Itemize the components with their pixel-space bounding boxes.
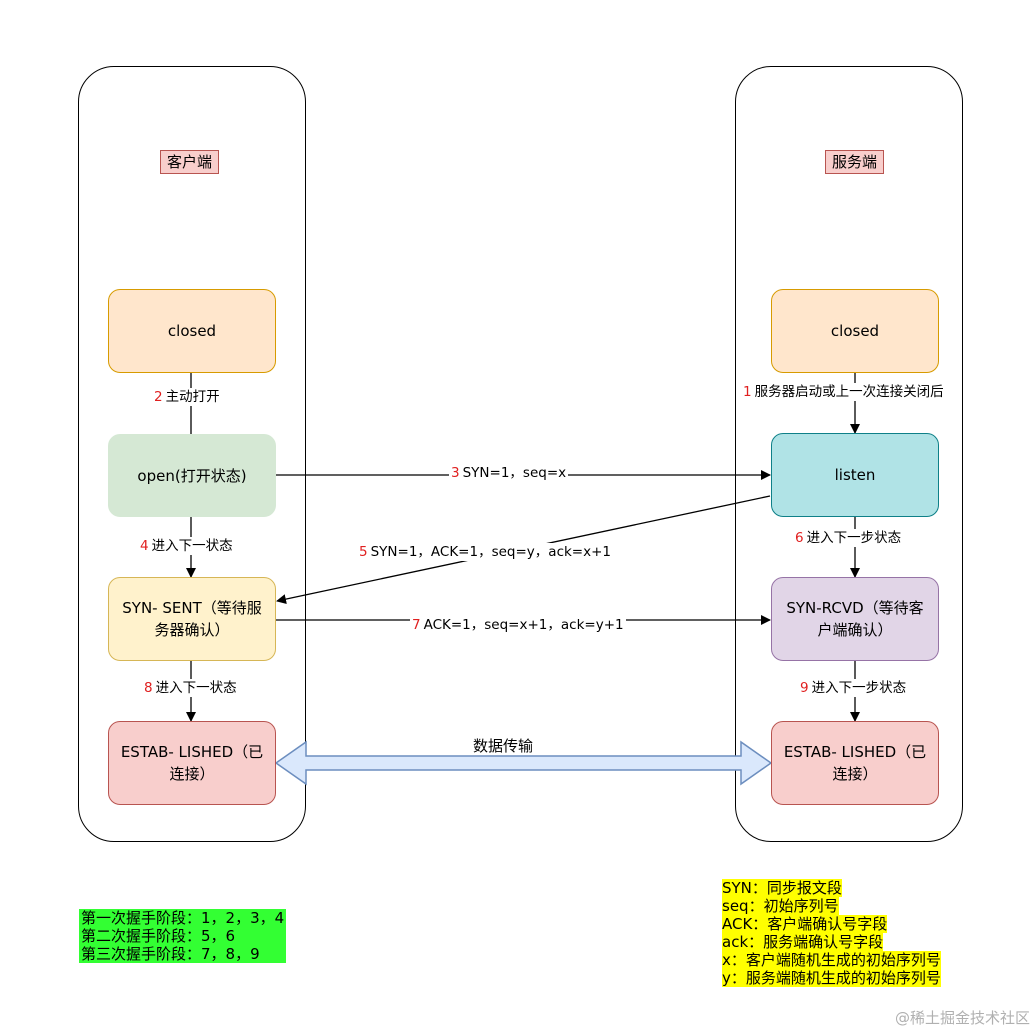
edge-text: 进入下一状态 (155, 680, 237, 696)
edge-number: 1 (743, 384, 752, 400)
legend-item-y: y：服务端随机生成的初始序列号 (722, 969, 941, 987)
data-transfer-label: 数据传输 (473, 737, 534, 755)
legend-item-ack-lower: ack：服务端确认号字段 (722, 933, 884, 951)
server-state-listen: listen (771, 433, 939, 517)
legend-box: SYN：同步报文段 seq：初始序列号 ACK：客户端确认号字段 ack：服务端… (722, 879, 941, 987)
client-state-closed: closed (108, 289, 276, 373)
edge-number: 5 (359, 544, 368, 560)
client-state-syn-sent: SYN- SENT（等待服 务器确认） (108, 577, 276, 661)
edge-text: 服务器启动或上一次连接关闭后 (754, 384, 944, 400)
edge-text: SYN=1，ACK=1，seq=y，ack=x+1 (370, 544, 612, 560)
server-state-syn-rcvd: SYN-RCVD（等待客 户端确认） (771, 577, 939, 661)
edge-number: 8 (144, 680, 153, 696)
client-state-open: open(打开状态) (108, 434, 276, 517)
client-lane (78, 66, 306, 842)
watermark: @稀土掘金技术社区 (894, 1009, 1030, 1027)
legend-item-seq: seq：初始序列号 (722, 897, 839, 915)
handshake-stages-box: 第一次握手阶段：1，2，3，4 第二次握手阶段：5，6 第三次握手阶段：7，8，… (79, 909, 287, 963)
edge-number: 3 (451, 465, 460, 481)
edge-text: 进入下一步状态 (806, 530, 902, 546)
edge-number: 2 (154, 389, 163, 405)
client-title: 客户端 (160, 150, 220, 174)
server-state-established: ESTAB- LISHED（已 连接） (771, 721, 939, 805)
legend-item-x: x：客户端随机生成的初始序列号 (722, 951, 941, 969)
edge-number: 4 (140, 538, 149, 554)
stage-item-2: 第二次握手阶段：5，6 (81, 927, 236, 945)
legend-item-syn: SYN：同步报文段 (722, 879, 842, 897)
edge-text: ACK=1，seq=x+1，ack=y+1 (423, 617, 624, 633)
server-state-closed: closed (771, 289, 939, 373)
edge-number: 9 (800, 680, 809, 696)
stage-item-3: 第三次握手阶段：7，8，9 (81, 945, 260, 963)
edge-number: 7 (412, 617, 421, 633)
edge-number: 6 (795, 530, 804, 546)
edge-text: SYN=1，seq=x (462, 465, 567, 481)
server-lane (735, 66, 963, 842)
legend-item-ack-upper: ACK：客户端确认号字段 (722, 915, 888, 933)
client-state-established: ESTAB- LISHED（已 连接） (108, 721, 276, 805)
edge-text: 进入下一状态 (151, 538, 233, 554)
stage-item-1: 第一次握手阶段：1，2，3，4 (81, 909, 285, 927)
edge-text: 主动打开 (165, 389, 220, 405)
server-title: 服务端 (825, 150, 885, 174)
edge-text: 进入下一步状态 (811, 680, 907, 696)
